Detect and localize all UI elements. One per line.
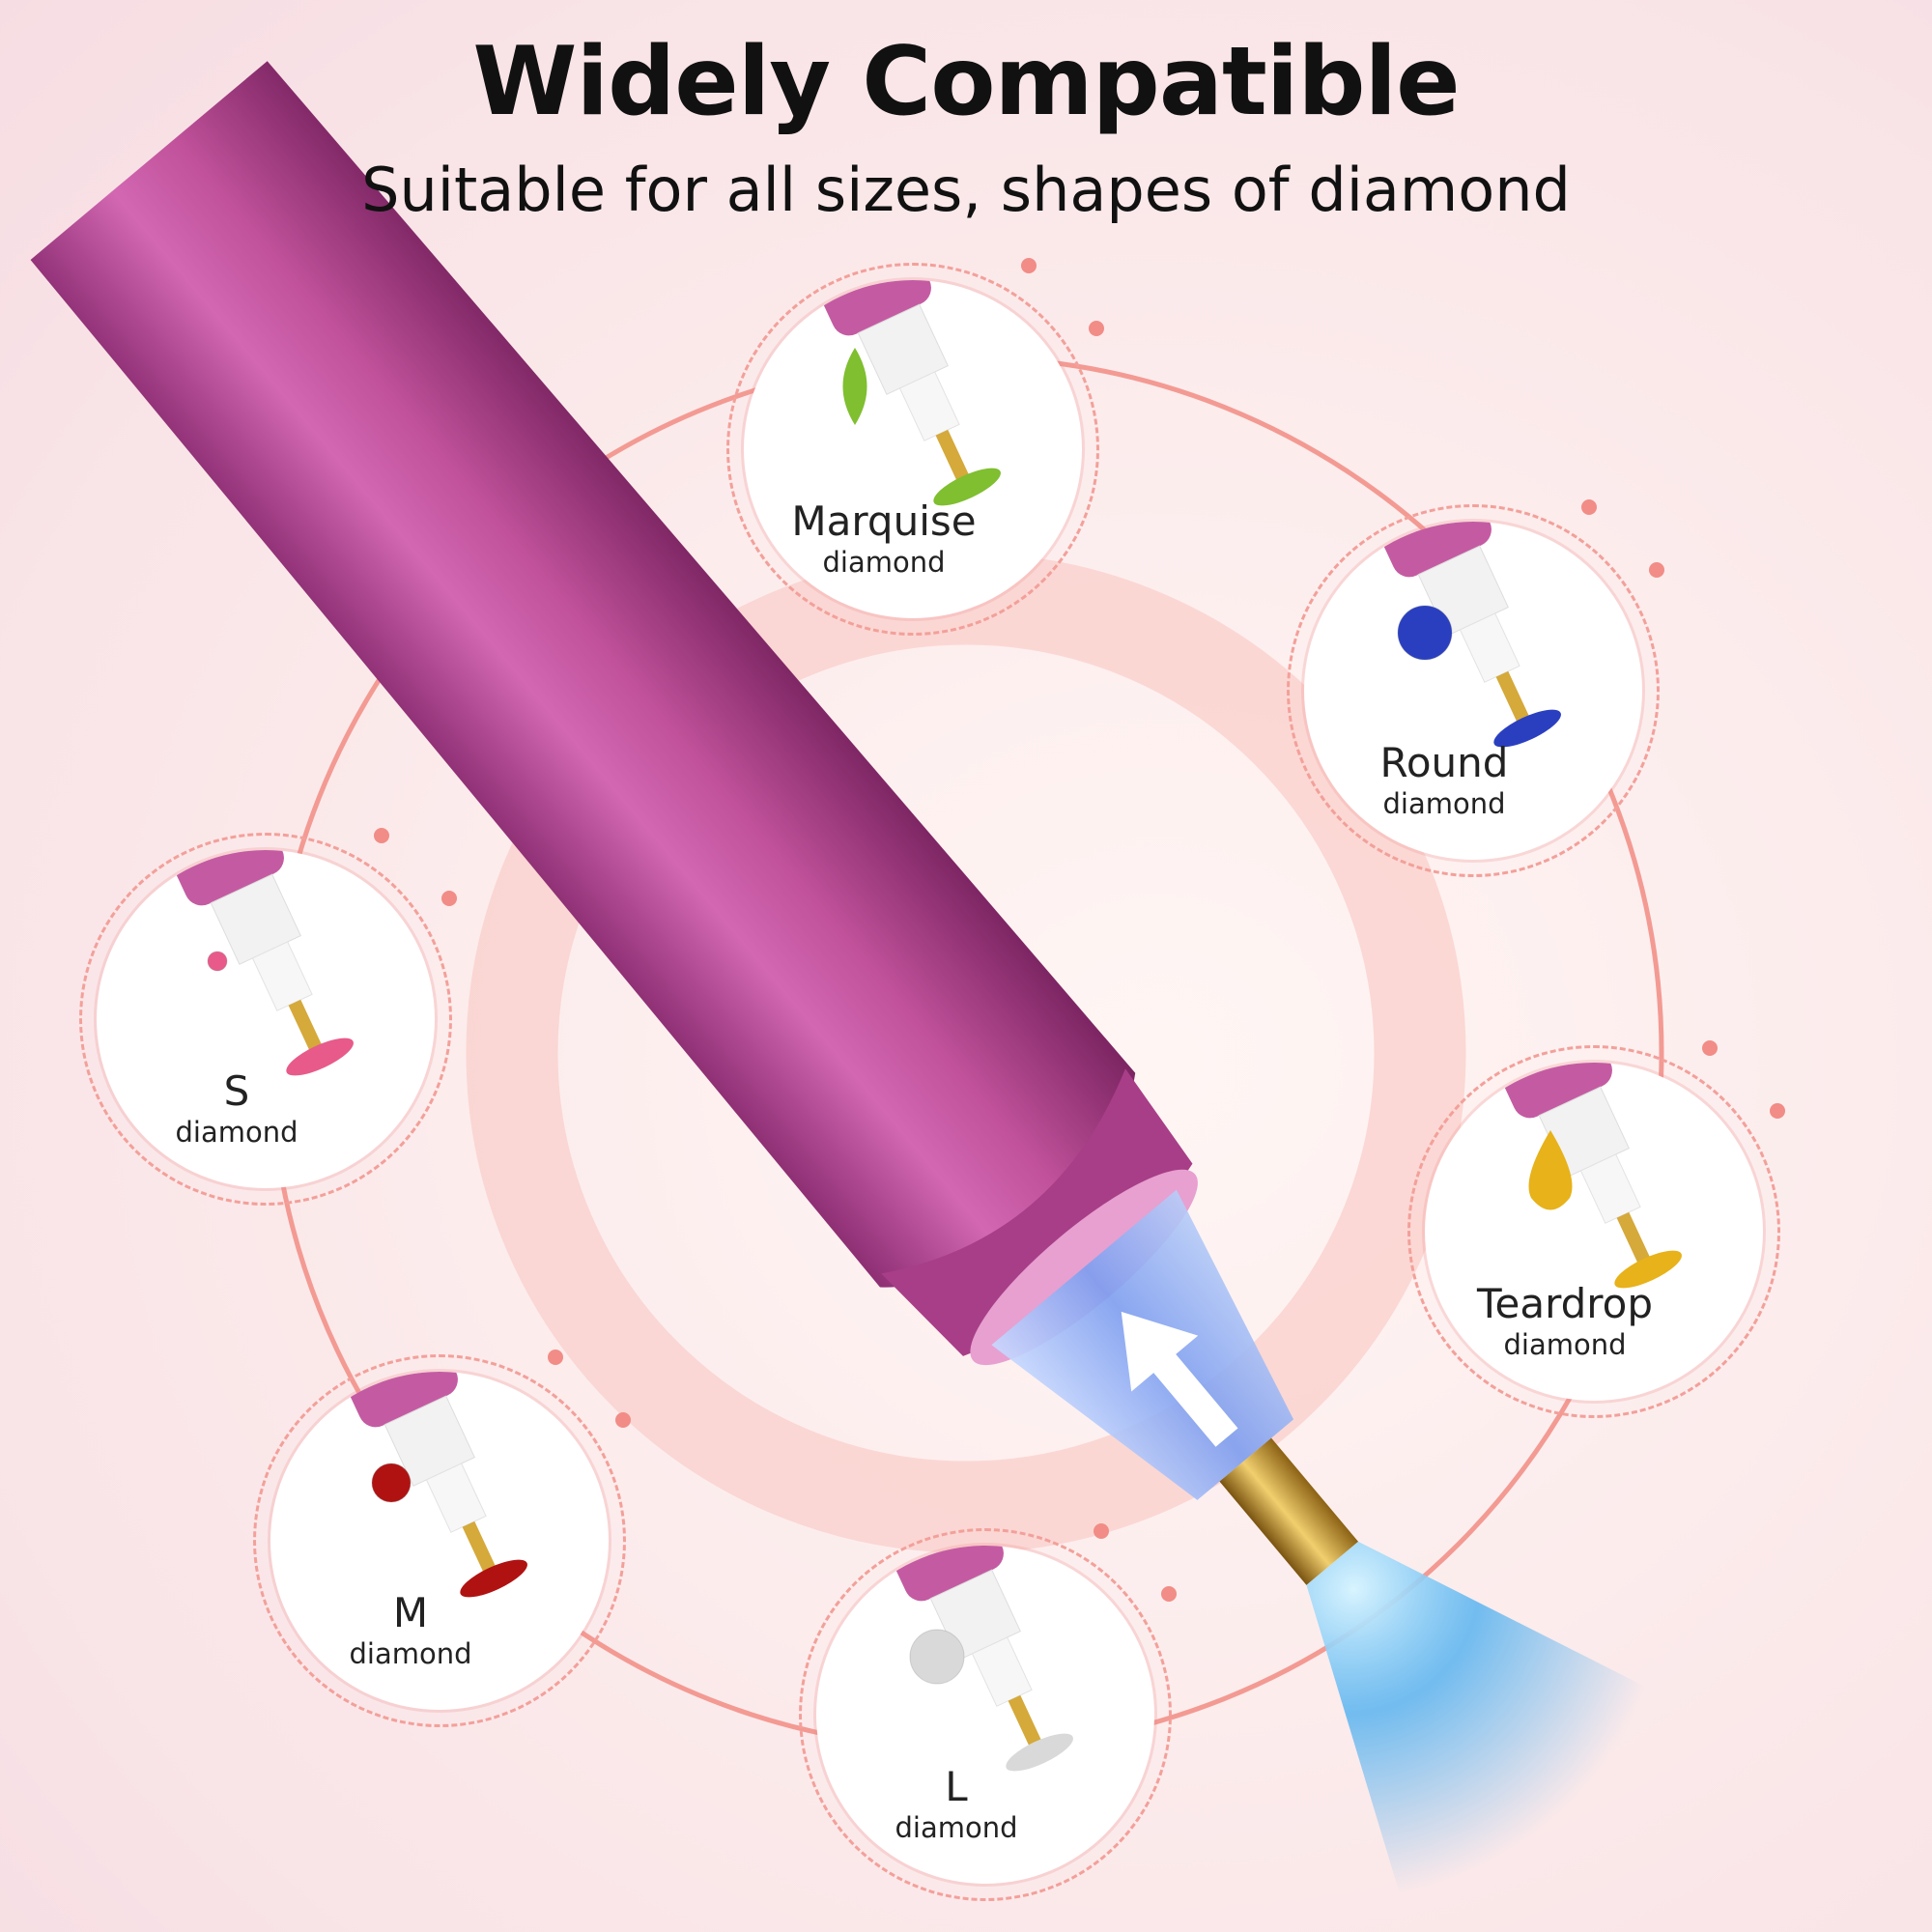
round-gem-icon (909, 1629, 965, 1685)
marquise-gem-icon (842, 348, 867, 425)
mini-pen-illustration (166, 850, 354, 1076)
badge-dashed-ring (79, 833, 452, 1206)
arrow-icon (1121, 1311, 1238, 1447)
diamond-type-sublabel: diamond (822, 546, 946, 579)
badge-dashed-ring (1407, 1045, 1780, 1418)
pen-gold-tip (1219, 1437, 1359, 1585)
accent-dot (1089, 321, 1104, 336)
accent-dot (1094, 1523, 1109, 1539)
page-subtitle: Suitable for all sizes, shapes of diamon… (361, 155, 1571, 225)
accent-dot (374, 828, 389, 843)
accent-dot (1161, 1586, 1177, 1602)
accent-dot (1702, 1040, 1718, 1056)
mini-pen-illustration (1374, 522, 1561, 748)
pen-collar (881, 1068, 1193, 1356)
mini-pen-illustration (340, 1372, 527, 1598)
diamond-type-label: M (392, 1589, 429, 1636)
mini-pen-illustration (886, 1546, 1073, 1772)
accent-dot (1770, 1103, 1785, 1119)
teardrop-gem-icon (1528, 1130, 1573, 1210)
mini-pen-illustration (813, 280, 1001, 506)
drill-pen (30, 61, 1687, 1932)
diamond-type-sublabel: diamond (175, 1116, 298, 1149)
accent-dot (615, 1412, 631, 1428)
diamond-type-sublabel: diamond (1503, 1328, 1627, 1361)
accent-dot (1649, 562, 1664, 578)
round-gem-icon (1397, 605, 1453, 661)
diamond-type-sublabel: diamond (895, 1811, 1018, 1844)
diamond-type-label: S (223, 1067, 250, 1115)
diamond-type-label: Round (1379, 739, 1509, 786)
pen-barrel (30, 61, 1136, 1288)
badge-dashed-ring (799, 1528, 1172, 1901)
diamond-type-label: L (945, 1763, 968, 1810)
accent-dot (548, 1350, 563, 1365)
light-glow (1306, 1541, 1687, 1932)
diamond-type-label: Teardrop (1477, 1280, 1653, 1327)
accent-dot (441, 891, 457, 906)
badge-dashed-ring (253, 1354, 626, 1727)
badge-dashed-ring (1287, 504, 1660, 877)
accent-dot (1021, 258, 1037, 273)
diamond-type-sublabel: diamond (349, 1637, 472, 1670)
page-title: Widely Compatible (472, 27, 1460, 137)
accent-dot (1581, 499, 1597, 515)
round-gem-icon (371, 1463, 412, 1503)
diamond-type-sublabel: diamond (1382, 787, 1506, 820)
mini-pen-illustration (1494, 1063, 1682, 1289)
diamond-type-label: Marquise (791, 497, 977, 545)
badge-dashed-ring (726, 263, 1099, 636)
round-gem-icon (207, 951, 228, 972)
